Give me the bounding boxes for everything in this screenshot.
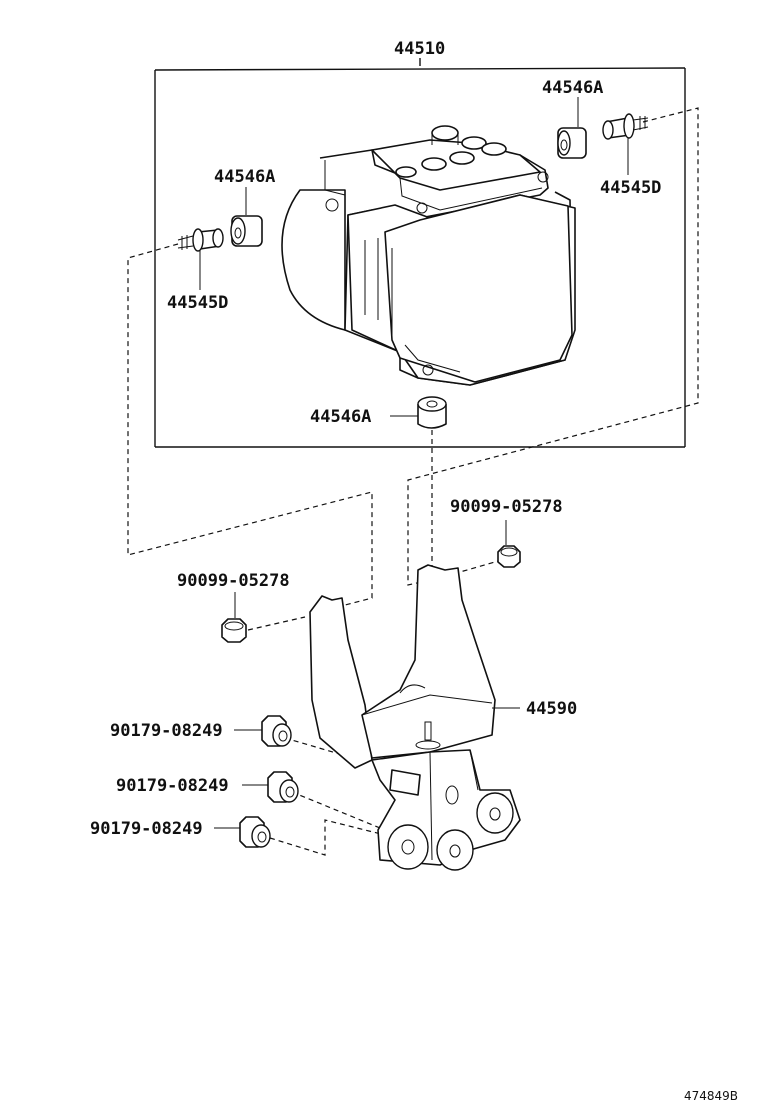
bushing-top-right xyxy=(557,127,587,159)
reference-code: 474849B xyxy=(684,1089,738,1103)
assembly-box xyxy=(154,58,686,448)
label-bolt-left: 44545D xyxy=(167,293,228,313)
label-bolt-right: 44545D xyxy=(600,178,661,198)
bolt-left xyxy=(177,228,224,252)
flange-bolt-2 xyxy=(242,771,299,803)
label-nut-right: 90099-05278 xyxy=(450,497,563,517)
leader-lines xyxy=(199,97,629,417)
label-bolt-1: 90179-08249 xyxy=(110,721,223,741)
label-bolt-3: 90179-08249 xyxy=(90,819,203,839)
label-bushing-left: 44546A xyxy=(214,167,275,187)
nut-right xyxy=(497,520,521,568)
label-bushing-top-right: 44546A xyxy=(542,78,603,98)
label-44510: 44510 xyxy=(394,39,445,59)
flange-bolt-1 xyxy=(234,715,292,747)
label-bracket: 44590 xyxy=(526,699,577,719)
flange-bolt-3 xyxy=(214,816,271,848)
label-nut-left: 90099-05278 xyxy=(177,571,290,591)
bracket xyxy=(309,564,521,871)
label-bolt-2: 90179-08249 xyxy=(116,776,229,796)
nut-left xyxy=(221,592,247,643)
bolt-top-right xyxy=(602,113,649,140)
bushing-left xyxy=(230,215,263,247)
bushing-bottom xyxy=(417,396,447,429)
abs-actuator xyxy=(281,125,576,386)
label-bushing-bottom: 44546A xyxy=(310,407,371,427)
